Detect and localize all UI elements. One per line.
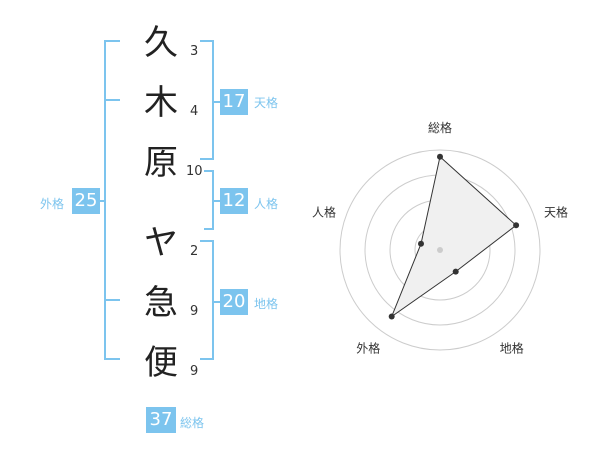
radar-axis-label-4: 外格 xyxy=(356,341,380,356)
tenkaku-bracket-connector xyxy=(212,101,220,103)
radar-point-5 xyxy=(418,240,424,247)
name-char-3: 原 xyxy=(144,143,178,183)
radar-point-1 xyxy=(437,153,443,160)
radar-axis-label-3: 地格 xyxy=(500,341,524,356)
chikaku-label: 地格 xyxy=(254,297,279,311)
radar-ring-4 xyxy=(339,149,541,351)
name-char-6: 便 xyxy=(144,343,178,383)
jinkaku-bracket-top xyxy=(204,170,214,172)
radar-axis-label-5: 人格 xyxy=(312,204,336,219)
radar-point-3 xyxy=(452,268,459,275)
tenkaku-badge: 17 xyxy=(220,89,248,115)
name-char-1: 久 xyxy=(144,23,178,63)
stroke-count-6: 9 xyxy=(190,364,199,379)
soukaku-badge: 37 xyxy=(146,407,176,433)
jinkaku-bracket-connector xyxy=(212,200,220,202)
radar-center-dot xyxy=(437,247,443,253)
gaikaku-bracket-bottom xyxy=(104,358,120,360)
stroke-count-5: 9 xyxy=(190,304,199,319)
radar-point-2 xyxy=(513,222,520,229)
radar-chart: 総格天格地格 外格 人格 xyxy=(300,110,580,370)
name-char-4: ヤ xyxy=(144,223,178,263)
chikaku-bracket-bottom xyxy=(200,358,214,360)
name-char-5: 急 xyxy=(144,283,178,323)
gaikaku-bracket-top xyxy=(104,40,120,42)
chikaku-bracket-vertical xyxy=(212,240,214,360)
jinkaku-bracket-bottom xyxy=(204,228,214,230)
soukaku-label: 総格 xyxy=(180,416,205,430)
stroke-count-4: 2 xyxy=(190,244,199,259)
gaikaku-bracket-tick-1 xyxy=(104,99,120,101)
radar-point-4 xyxy=(388,313,395,320)
radar-axis-label-2: 天格 xyxy=(544,204,568,219)
chikaku-bracket-top xyxy=(200,240,214,242)
tenkaku-bracket-top xyxy=(200,40,214,42)
radar-data-polygon xyxy=(390,155,517,318)
gaikaku-label: 外格 xyxy=(40,197,65,211)
stroke-count-3: 10 xyxy=(186,164,203,179)
tenkaku-label: 天格 xyxy=(254,96,279,110)
stroke-count-1: 3 xyxy=(190,44,199,59)
jinkaku-label: 人格 xyxy=(254,197,279,211)
tenkaku-bracket-vertical xyxy=(212,40,214,160)
gaikaku-bracket-connector xyxy=(98,200,106,202)
gaikaku-bracket-tick-2 xyxy=(104,299,120,301)
tenkaku-bracket-bottom xyxy=(200,158,214,160)
stroke-count-2: 4 xyxy=(190,104,199,119)
gaikaku-badge: 25 xyxy=(72,188,100,214)
chikaku-badge: 20 xyxy=(220,289,248,315)
chikaku-bracket-connector xyxy=(212,301,220,303)
name-char-2: 木 xyxy=(144,83,178,123)
jinkaku-badge: 12 xyxy=(220,188,248,214)
radar-axis-label-1: 総格 xyxy=(428,120,452,135)
